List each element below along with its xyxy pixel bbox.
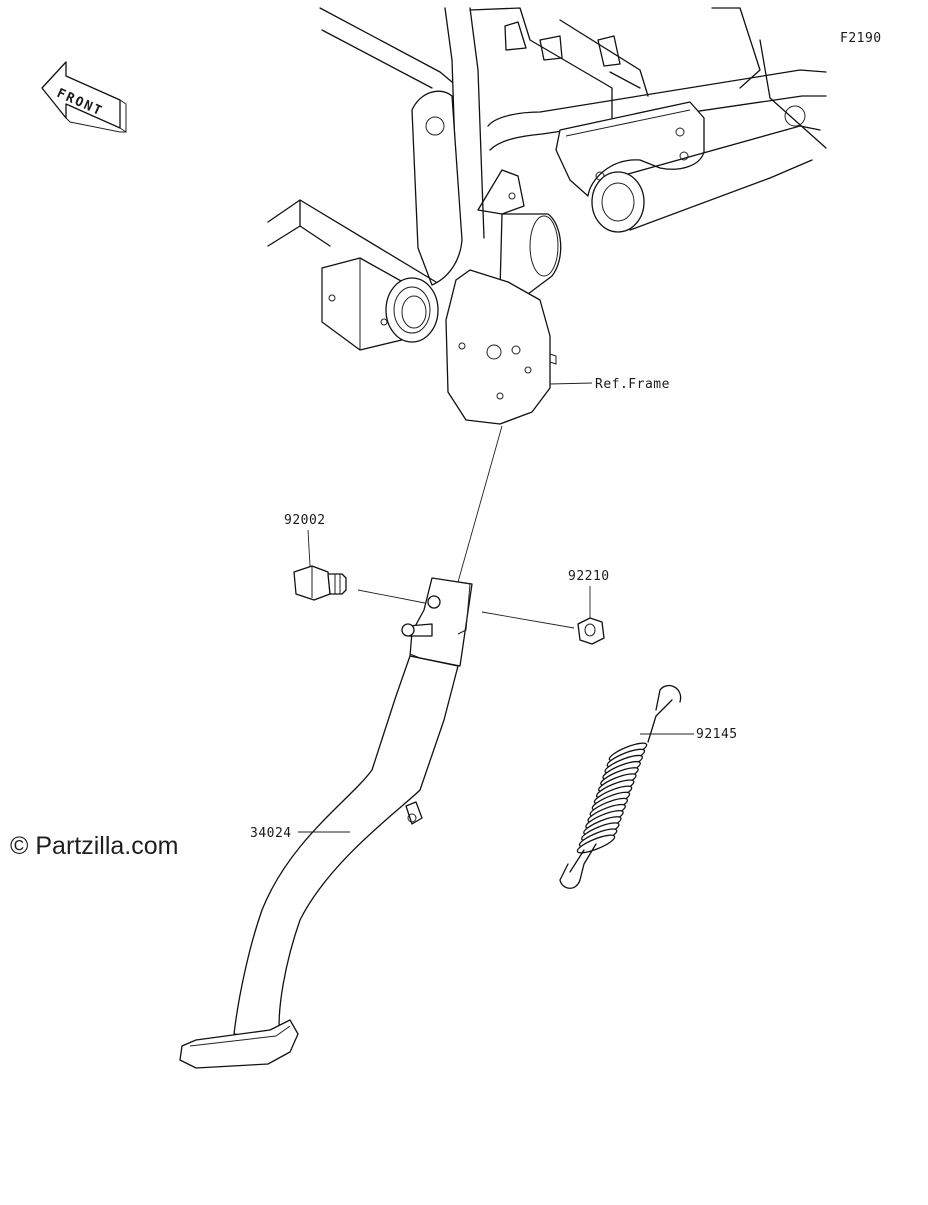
- spring-part-number: 92145: [696, 727, 738, 742]
- nut-92210: [577, 617, 605, 645]
- frame-assembly: [267, 7, 827, 425]
- spring-92145: [559, 685, 682, 889]
- bolt-part-number: 92002: [284, 513, 326, 528]
- bolt-92002: [293, 565, 347, 601]
- stand-part-number: 34024: [250, 826, 292, 841]
- nut-part-number: 92210: [568, 569, 610, 584]
- watermark: © Partzilla.com: [10, 832, 179, 860]
- side-stand-34024: [179, 655, 459, 1069]
- reference-line: [457, 425, 503, 583]
- diagram-code: F2190: [840, 31, 882, 46]
- ref-frame-label: Ref.Frame: [595, 377, 670, 392]
- stand-bracket: [401, 577, 473, 667]
- front-arrow-icon: FRONT: [41, 61, 127, 133]
